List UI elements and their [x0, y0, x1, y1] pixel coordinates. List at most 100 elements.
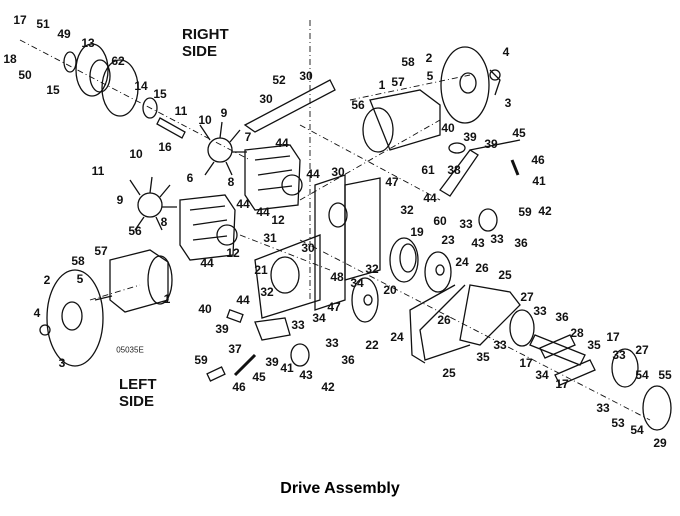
part-callout: 5	[426, 69, 434, 83]
part-callout: 33	[459, 217, 473, 231]
part-callout: 16	[158, 140, 172, 154]
part-callout: 24	[390, 330, 404, 344]
left-side-label: LEFT SIDE	[119, 376, 157, 410]
part-callout: 17	[555, 377, 569, 391]
part-callout: 11	[91, 164, 105, 178]
part-callout: 39	[484, 137, 498, 151]
part-callout: 21	[254, 263, 268, 277]
right-wheel-motor	[362, 46, 501, 153]
part-callout: 55	[658, 368, 672, 382]
part-callout: 4	[502, 45, 510, 59]
part-callout: 34	[535, 368, 549, 382]
part-callout: 33	[493, 338, 507, 352]
part-callout: 13	[81, 36, 95, 50]
part-callout: 25	[442, 366, 456, 380]
part-callout: 14	[134, 79, 148, 93]
part-callout: 25	[498, 268, 512, 282]
part-callout: 30	[301, 241, 315, 255]
part-callout: 1	[378, 78, 386, 92]
pulleys	[351, 237, 452, 323]
part-callout: 30	[299, 69, 313, 83]
part-callout: 39	[463, 130, 477, 144]
part-callout: 36	[514, 236, 528, 250]
part-callout: 3	[58, 356, 66, 370]
part-callout: 6	[186, 171, 194, 185]
part-callout: 8	[160, 215, 168, 229]
fan-upper	[199, 121, 247, 176]
part-callout: 54	[635, 368, 649, 382]
part-callout: 19	[410, 225, 424, 239]
part-callout: 32	[400, 203, 414, 217]
part-callout: 3	[504, 96, 512, 110]
part-callout: 62	[111, 54, 125, 68]
left-side-label-line1: LEFT	[119, 376, 157, 393]
part-callout: 59	[194, 353, 208, 367]
part-callout: 36	[555, 310, 569, 324]
part-callout: 61	[421, 163, 435, 177]
part-callout: 44	[200, 256, 214, 270]
part-callout: 42	[321, 380, 335, 394]
part-callout: 33	[533, 304, 547, 318]
part-callout: 12	[271, 213, 285, 227]
part-callout: 56	[128, 224, 142, 238]
part-callout: 27	[520, 290, 534, 304]
part-callout: 32	[260, 285, 274, 299]
part-callout: 45	[252, 370, 266, 384]
part-callout: 46	[531, 153, 545, 167]
part-callout: 1	[163, 292, 171, 306]
part-callout: 23	[441, 233, 455, 247]
left-side-label-line2: SIDE	[119, 393, 155, 410]
part-callout: 36	[341, 353, 355, 367]
part-callout: 41	[532, 174, 546, 188]
part-callout: 57	[94, 244, 108, 258]
part-callout: 17	[519, 356, 533, 370]
drawing-code: 05035E	[116, 345, 144, 355]
part-callout: 50	[18, 68, 32, 82]
part-callout: 2	[425, 51, 433, 65]
part-callout: 30	[331, 165, 345, 179]
part-callout: 58	[401, 55, 415, 69]
part-callout: 44	[423, 191, 437, 205]
part-callout: 46	[232, 380, 246, 394]
part-callout: 32	[365, 262, 379, 276]
part-callout: 29	[653, 436, 667, 450]
idler-arm-right	[439, 139, 521, 232]
part-callout: 15	[153, 87, 167, 101]
part-callout: 47	[385, 175, 399, 189]
part-callout: 33	[490, 232, 504, 246]
part-callout: 31	[263, 231, 277, 245]
part-callout: 58	[71, 254, 85, 268]
hydro-pump-left	[179, 194, 238, 261]
part-callout: 9	[220, 106, 228, 120]
part-callout: 10	[129, 147, 143, 161]
right-hub-parts	[63, 43, 186, 139]
part-callout: 12	[226, 246, 240, 260]
part-callout: 34	[312, 311, 326, 325]
part-callout: 39	[265, 355, 279, 369]
part-callout: 44	[236, 293, 250, 307]
drive-belt	[409, 284, 521, 364]
part-callout: 44	[275, 136, 289, 150]
part-callout: 33	[291, 318, 305, 332]
part-callout: 53	[611, 416, 625, 430]
axis-lines	[19, 20, 651, 421]
part-callout: 11	[174, 104, 188, 118]
part-callout: 34	[350, 276, 364, 290]
part-callout: 10	[198, 113, 212, 127]
part-callout: 40	[441, 121, 455, 135]
part-callout: 43	[471, 236, 485, 250]
part-callout: 5	[76, 272, 84, 286]
idler-arm-left	[206, 309, 310, 382]
part-callout: 45	[512, 126, 526, 140]
part-callout: 17	[13, 13, 27, 27]
fan-lower	[129, 176, 177, 231]
part-callout: 35	[587, 338, 601, 352]
part-callout: 30	[259, 92, 273, 106]
part-callout: 26	[437, 313, 451, 327]
part-callout: 44	[306, 167, 320, 181]
right-side-label-line1: RIGHT	[182, 26, 229, 43]
part-callout: 44	[256, 205, 270, 219]
part-callout: 20	[383, 283, 397, 297]
part-callout: 22	[365, 338, 379, 352]
frame-plates	[254, 174, 381, 319]
